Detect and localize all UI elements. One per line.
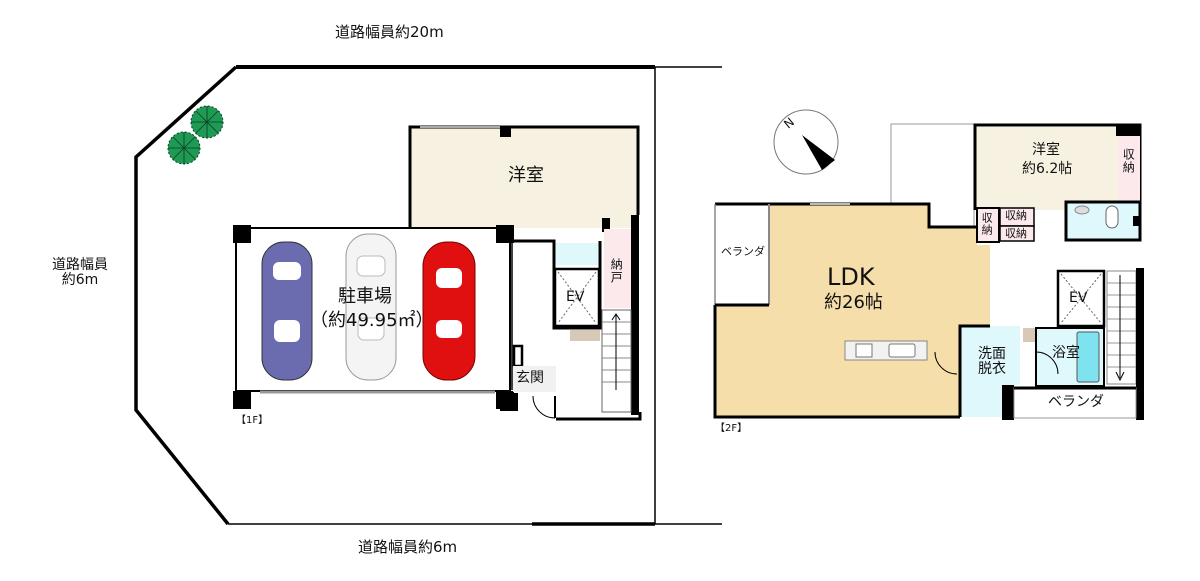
car-white — [345, 233, 397, 381]
washroom-label: 洗面 脱衣 — [978, 346, 1006, 378]
entrance-label: 玄関 — [516, 370, 544, 386]
f1-core — [500, 215, 642, 421]
washroom-label-line2: 脱衣 — [978, 361, 1006, 378]
f2-western-room — [973, 123, 1142, 243]
f2-ldk — [713, 202, 990, 419]
road-width-top: 道路幅員約20m — [335, 23, 444, 41]
veranda-bottom-label: ベランダ — [1048, 394, 1104, 410]
site-boundary — [134, 65, 722, 526]
floor-tag-1f: 【1F】 — [236, 415, 269, 426]
car-blue — [261, 241, 313, 381]
f2-western-room-size: 約6.2帖 — [1022, 161, 1073, 177]
f2-core — [934, 268, 1144, 420]
bathroom-label: 浴室 — [1052, 345, 1080, 361]
f2-storage-right-label: 収納 — [1121, 148, 1136, 174]
f2-storage-top-label: 収納 — [1005, 209, 1027, 222]
washroom-label-line1: 洗面 — [978, 346, 1006, 362]
f2-storage-bottom-label: 収納 — [1005, 227, 1027, 240]
compass-icon — [773, 109, 839, 175]
road-width-left-line2: 約6m — [61, 272, 99, 289]
floor-tag-2f: 【2F】 — [715, 423, 748, 434]
f1-western-room-label: 洋室 — [508, 165, 544, 186]
road-width-left: 道路幅員 約6m — [52, 257, 108, 289]
car-red — [422, 241, 476, 381]
road-width-bottom: 道路幅員約6m — [358, 538, 458, 556]
parking-label: 駐車場 — [338, 286, 392, 307]
ldk-size: 約26帖 — [824, 292, 883, 313]
f1-ev-label: EV — [566, 289, 585, 305]
parking-area: （約49.95㎡） — [310, 310, 434, 331]
f1-storage-label: 納戸 — [609, 258, 624, 284]
f2-ev-label: EV — [1069, 290, 1088, 306]
f2-western-room-label: 洋室 — [1032, 142, 1060, 158]
veranda-left-label: ベランダ — [721, 245, 765, 258]
road-width-left-line1: 道路幅員 — [52, 257, 108, 273]
f1-western-room — [408, 125, 640, 232]
tree-icon — [167, 105, 224, 165]
f2-storage-left-label: 収納 — [980, 212, 994, 236]
ldk-label: LDK — [827, 263, 875, 291]
